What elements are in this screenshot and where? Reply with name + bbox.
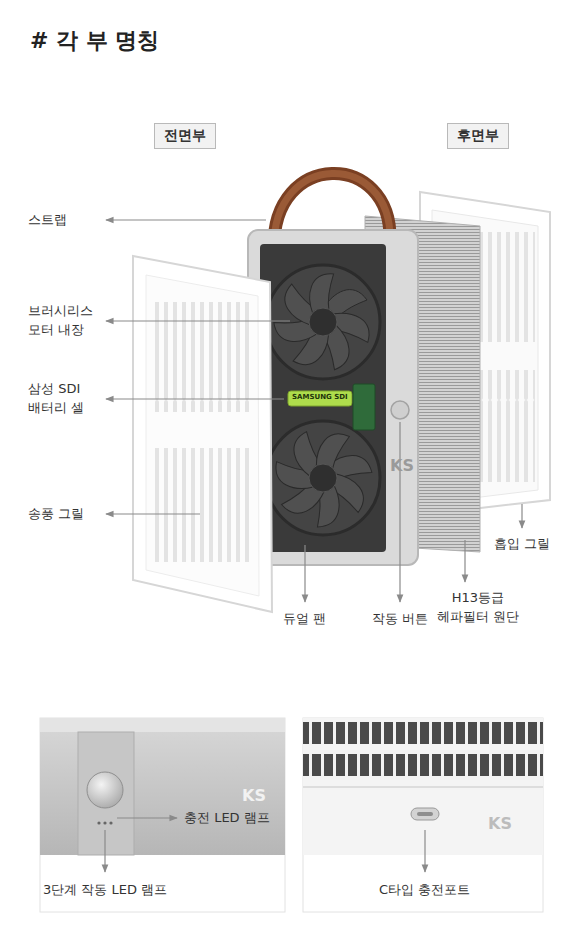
fan [266, 421, 380, 535]
main-body [248, 230, 418, 565]
leader-lines [106, 220, 522, 602]
part-label: 충전 LED 램프 [184, 809, 270, 828]
front-grill [133, 256, 272, 612]
part-label: 흡입 그릴 [494, 535, 550, 554]
part-label: 3단계 작동 LED 램프 [43, 881, 167, 900]
part-label: H13등급 헤파필터 원단 [428, 589, 528, 627]
button-closeup [40, 718, 285, 912]
part-label: 삼성 SDI 배터리 셀 [28, 380, 102, 418]
section-tag: 전면부 [154, 123, 216, 149]
watermark: KS [488, 812, 512, 835]
port-closeup [303, 718, 543, 912]
part-label: C타입 충전포트 [379, 881, 470, 900]
watermark: KS [242, 784, 266, 807]
printed-mark: SAMSUNG SDI [292, 393, 348, 401]
part-label: 송풍 그릴 [28, 505, 84, 524]
part-label: 듀얼 팬 [283, 610, 326, 629]
section-name: 후면부 [457, 127, 499, 145]
watermark: KS [390, 454, 414, 477]
part-label: 브러시리스 모터 내장 [28, 302, 102, 340]
battery-cell [288, 391, 352, 406]
fan [266, 265, 380, 379]
page-title: # 각 부 명칭 [30, 26, 159, 56]
part-label: 작동 버튼 [372, 610, 428, 629]
section-name: 전면부 [164, 127, 206, 145]
pcb [353, 384, 375, 430]
section-tag: 후면부 [447, 123, 509, 149]
power-button [391, 401, 409, 419]
part-label: 스트랩 [28, 211, 67, 230]
